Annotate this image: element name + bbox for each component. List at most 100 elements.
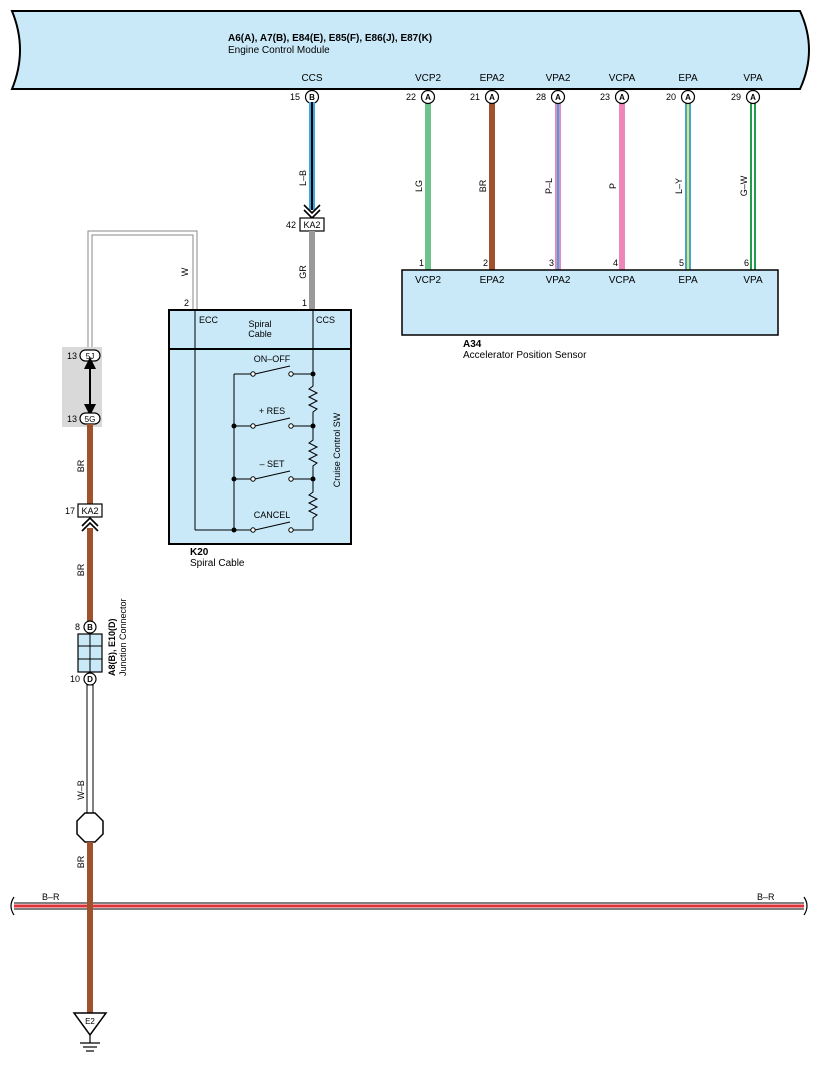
ecm-pin-signal: VPA (743, 73, 763, 84)
ecm-pin-number: 23 (600, 92, 610, 102)
sensor-pin-signal: VPA (743, 275, 763, 286)
wire-l-y (685, 102, 691, 270)
wire-br-left-upper (87, 424, 93, 504)
ecm-pin-signal: EPA2 (480, 73, 505, 84)
ecm-pin-signal: VCPA (609, 73, 636, 84)
ka2-top-label: KA2 (303, 220, 320, 230)
sensor-pin-number: 2 (483, 258, 488, 268)
sensor-name: Accelerator Position Sensor (463, 350, 587, 361)
spiral-pin-ccs: 1 (302, 298, 307, 308)
wire-br-lower (87, 842, 93, 1013)
wire-label-p-l: P–L (544, 178, 554, 194)
ecm-conn-letter: A (425, 93, 431, 102)
wire-br (489, 102, 495, 270)
sensor-pin-number: 1 (419, 258, 424, 268)
ecm-pin-signal: CCS (301, 73, 322, 84)
sensor-pin-number: 3 (549, 258, 554, 268)
wire-label-gr: GR (298, 265, 308, 279)
jc-bottom-conn: D (87, 675, 93, 684)
connector-5j-pin: 13 (67, 351, 77, 361)
ecm-pin-number: 29 (731, 92, 741, 102)
wire-g-w (750, 102, 756, 270)
sensor-pin-signal: VCPA (609, 275, 636, 286)
ground-triangle-icon (72, 1012, 108, 1037)
ecm-conn-letter: A (685, 93, 691, 102)
wire-label-l-b: L–B (298, 170, 308, 186)
cruise-control-sw-label: Cruise Control SW (332, 412, 342, 487)
ecm-conn-letter: A (619, 93, 625, 102)
sensor-pin-signal: EPA2 (480, 275, 505, 286)
wire-p-l (555, 102, 561, 270)
sensor-pin-number: 4 (613, 258, 618, 268)
spiral-cable (168, 309, 352, 545)
spiral-code: K20 (190, 547, 209, 558)
sensor-pin-number: 5 (679, 258, 684, 268)
spiral-ecc-label: ECC (199, 315, 219, 325)
ecm-pin-number: 15 (290, 92, 300, 102)
sensor-pin-signal: VCP2 (415, 275, 442, 286)
wire-label-w: W (180, 267, 190, 276)
wire-label-lg: LG (414, 180, 424, 192)
wire-lg (425, 102, 431, 270)
wire-label-p: P (608, 183, 618, 189)
sensor-pin-signal: VPA2 (546, 275, 571, 286)
switch-label-on-off: ON–OFF (254, 354, 291, 364)
ka2-top-pin: 42 (286, 220, 296, 230)
junction-connector-code: A8(B), E10(D) (107, 618, 117, 676)
spiral-ccs-label: CCS (316, 315, 335, 325)
sensor-pin-signal: EPA (678, 275, 698, 286)
wire-gr (309, 231, 315, 310)
connector-5j-label: 5J (86, 352, 94, 361)
wire-label-br: BR (478, 179, 488, 192)
wire-label-l-y: L–Y (674, 178, 684, 194)
engine-control-module: A6(A), A7(B), E84(E), E85(F), E86(J), E8… (10, 10, 810, 90)
wire-br-crossing (87, 900, 93, 912)
wire-l-b (309, 102, 315, 210)
connector-chevron-icon (81, 516, 99, 532)
ecm-code: A6(A), A7(B), E84(E), E85(F), E86(J), E8… (228, 33, 432, 44)
spiral-pin-ecc: 2 (184, 298, 189, 308)
ground-symbol-icon (80, 1035, 100, 1052)
ecm-pin-number: 22 (406, 92, 416, 102)
ecm-conn-letter: B (309, 93, 315, 102)
ecm-conn-letter: A (555, 93, 561, 102)
wire-label-g-w: G–W (739, 175, 749, 196)
ground-label: E2 (85, 1017, 95, 1026)
ecm-conn-letter: A (489, 93, 495, 102)
wire-w (87, 230, 198, 350)
ka2-left-label: KA2 (81, 506, 98, 516)
connector-5g-pin: 13 (67, 414, 77, 424)
connector-5g-label: 5G (85, 415, 96, 424)
spiral-name: Spiral Cable (190, 558, 245, 569)
jc-top-pin (83, 620, 97, 634)
ecm-pin-number: 28 (536, 92, 546, 102)
jc-top-conn: B (87, 623, 93, 632)
cruise-control-switch-circuit (194, 349, 319, 533)
junction-connector-name: Junction Connector (118, 598, 128, 676)
wire-p (619, 102, 625, 270)
spiral-header-2: Cable (248, 329, 272, 339)
jc-top-num: 8 (75, 622, 80, 632)
junction-dots (231, 371, 316, 533)
ecm-pin-connectors (304, 89, 761, 105)
bus-label-right: B–R (757, 892, 775, 902)
wire-label-br-left1: BR (76, 459, 86, 472)
ecm-name: Engine Control Module (228, 45, 330, 56)
ecm-pin-number: 20 (666, 92, 676, 102)
accelerator-position-sensor (401, 269, 779, 336)
ecm-pin-signal: EPA (678, 73, 698, 84)
sensor-code: A34 (463, 339, 482, 350)
junction-connector (77, 633, 103, 673)
ecm-conn-letter: A (750, 93, 756, 102)
wire-label-br-left2: BR (76, 563, 86, 576)
switch-label-cancel: CANCEL (254, 510, 291, 520)
wire-w-b (86, 684, 94, 814)
wire-label-br-lower: BR (76, 855, 86, 868)
ecm-pin-number: 21 (470, 92, 480, 102)
ecm-pin-signal: VCP2 (415, 73, 442, 84)
bus-label-left: B–R (42, 892, 60, 902)
splice-point-icon (76, 812, 104, 843)
shield-bus-b-r (10, 896, 808, 916)
wire-br-left-lower (87, 528, 93, 621)
